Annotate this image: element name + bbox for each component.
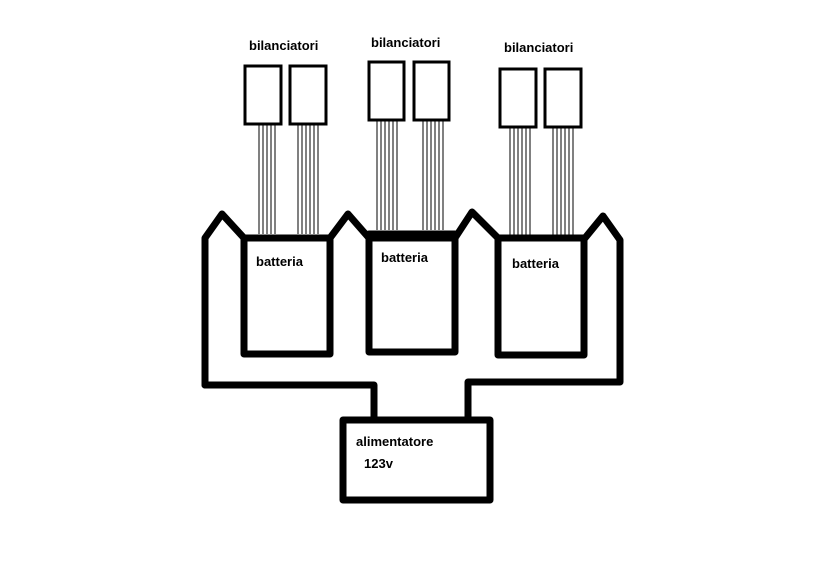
balancer-1a	[243, 64, 283, 126]
circuit-wire	[201, 208, 624, 424]
balancer-group-1: bilanciatori	[243, 38, 328, 234]
battery-2-label: batteria	[381, 250, 429, 265]
balancer-3b	[543, 67, 583, 129]
circuit-wire-left-return	[201, 381, 378, 424]
balancer-wires-3	[509, 127, 574, 236]
balancer-group-3-label: bilanciatori	[504, 40, 573, 55]
balancer-2b	[412, 60, 451, 122]
balancer-group-2-label: bilanciatori	[371, 35, 440, 50]
balancer-1b	[288, 64, 328, 126]
power-supply-box	[339, 416, 494, 504]
battery-1	[240, 234, 334, 358]
balancer-3a	[498, 67, 538, 129]
battery-2	[365, 230, 459, 356]
balancer-wires-1	[258, 124, 319, 234]
power-supply-label: alimentatore	[356, 434, 433, 449]
battery-3-label: batteria	[512, 256, 560, 271]
balancer-group-1-label: bilanciatori	[249, 38, 318, 53]
balancer-2a	[367, 60, 406, 122]
balancer-group-2: bilanciatori	[367, 35, 451, 230]
power-supply-voltage: 123v	[364, 456, 394, 471]
battery-3	[494, 234, 588, 359]
balancer-group-3: bilanciatori	[498, 40, 583, 236]
balancer-wires-2	[376, 120, 444, 230]
battery-1-label: batteria	[256, 254, 304, 269]
